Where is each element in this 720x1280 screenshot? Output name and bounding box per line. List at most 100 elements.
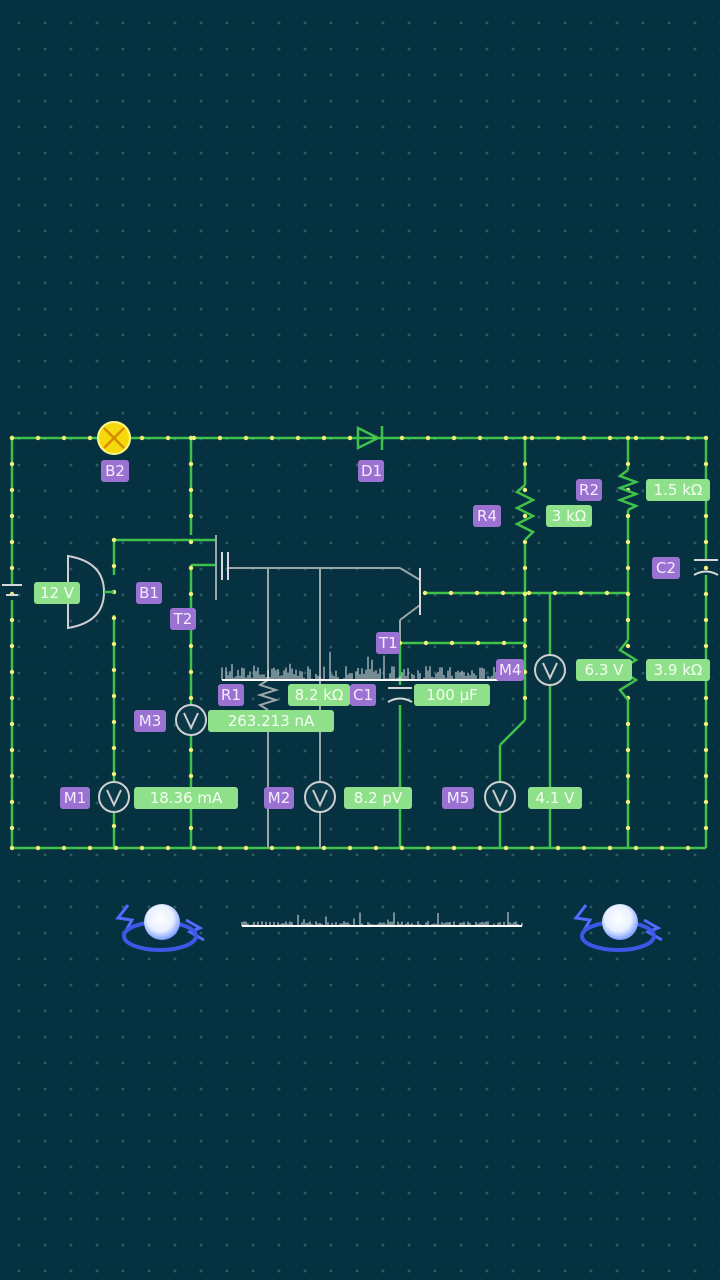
label-m3: M3 xyxy=(134,710,166,732)
wire-node xyxy=(451,845,457,851)
wire-node xyxy=(188,435,194,441)
wire-node xyxy=(9,669,15,675)
m1-reading: 18.36 mA xyxy=(134,787,238,809)
wire-node xyxy=(581,845,587,851)
wire-node xyxy=(555,435,561,441)
wire-node xyxy=(269,845,275,851)
c1-value[interactable]: 100 µF xyxy=(414,684,490,706)
voltmeter-icon-m3[interactable] xyxy=(175,704,207,736)
resistor-r2-symbol[interactable] xyxy=(616,469,640,512)
wire-node xyxy=(9,565,15,571)
wire-node xyxy=(61,845,67,851)
label-t2: T2 xyxy=(170,608,196,630)
wire-node xyxy=(243,845,249,851)
wire-node xyxy=(625,773,631,779)
resistor-r1-symbol[interactable] xyxy=(256,679,280,711)
wire-node xyxy=(35,435,41,441)
wire-node xyxy=(522,487,528,493)
diode-icon[interactable] xyxy=(356,425,384,451)
battery-symbol[interactable] xyxy=(2,584,22,596)
wire-node xyxy=(503,845,509,851)
wire-node xyxy=(188,565,194,571)
m2-reading: 8.2 pV xyxy=(344,787,412,809)
wire-node xyxy=(477,435,483,441)
wire-node xyxy=(321,435,327,441)
label-d1: D1 xyxy=(358,460,384,482)
electric-orb-icon-right[interactable] xyxy=(573,904,663,952)
m5-reading: 4.1 V xyxy=(528,787,582,809)
wire-node xyxy=(111,615,117,621)
wire-node xyxy=(188,773,194,779)
voltmeter-icon-m2[interactable] xyxy=(304,781,336,813)
wire-node xyxy=(449,640,455,646)
wire-node xyxy=(139,845,145,851)
wire-node xyxy=(625,721,631,727)
r2-value[interactable]: 1.5 kΩ xyxy=(646,479,710,501)
wire-node xyxy=(113,845,119,851)
wire-node xyxy=(703,695,709,701)
wire-node xyxy=(522,461,528,467)
r1-value[interactable]: 8.2 kΩ xyxy=(288,684,350,706)
wire-node xyxy=(625,799,631,805)
wire-node xyxy=(474,590,480,596)
wire-node xyxy=(703,565,709,571)
wire-node xyxy=(87,845,93,851)
wire-node xyxy=(633,435,639,441)
voltmeter-icon-m1[interactable] xyxy=(98,781,130,813)
wire-node xyxy=(625,513,631,519)
wire-node xyxy=(9,695,15,701)
wire-node xyxy=(625,591,631,597)
r3-value[interactable]: 3.9 kΩ xyxy=(646,659,710,681)
wire-node xyxy=(703,435,709,441)
r4-value[interactable]: 3 kΩ xyxy=(546,505,592,527)
wire-node xyxy=(522,591,528,597)
wire-node xyxy=(625,435,631,441)
voltmeter-icon-m5[interactable] xyxy=(484,781,516,813)
wire-node xyxy=(625,461,631,467)
resistor-r4-symbol[interactable] xyxy=(514,484,536,541)
wire-node xyxy=(703,617,709,623)
wire-node xyxy=(625,747,631,753)
wire-nodes xyxy=(9,435,709,851)
wire-node xyxy=(111,823,117,829)
m3-reading: 263.213 nA xyxy=(208,710,334,732)
wire-node xyxy=(217,845,223,851)
capacitor-c1-symbol[interactable] xyxy=(387,687,413,703)
wire-node xyxy=(111,641,117,647)
wire-node xyxy=(625,617,631,623)
label-b1: B1 xyxy=(136,582,162,604)
wire-node xyxy=(529,435,535,441)
wire-node xyxy=(522,539,528,545)
wire-node xyxy=(9,773,15,779)
wire-node xyxy=(188,669,194,675)
transistor-t2-symbol[interactable] xyxy=(221,552,229,580)
wire-node xyxy=(501,640,507,646)
wire-node xyxy=(188,461,194,467)
electric-orb-icon-left[interactable] xyxy=(115,904,205,952)
wire-node xyxy=(703,513,709,519)
m4-reading: 6.3 V xyxy=(576,659,632,681)
wire-node xyxy=(633,845,639,851)
wire-node xyxy=(522,513,528,519)
wire-node xyxy=(500,590,506,596)
wire-node xyxy=(448,590,454,596)
wire-node xyxy=(703,799,709,805)
wire-node xyxy=(522,695,528,701)
lamp-icon[interactable] xyxy=(97,421,131,455)
wire-node xyxy=(188,695,194,701)
voltmeter-icon-m4[interactable] xyxy=(534,654,566,686)
wire-node xyxy=(451,435,457,441)
label-m2: M2 xyxy=(264,787,294,809)
wire-node xyxy=(9,435,15,441)
wire-node xyxy=(526,590,532,596)
wire-node xyxy=(9,721,15,727)
wire-node xyxy=(111,745,117,751)
wire-node xyxy=(578,590,584,596)
wire-node xyxy=(399,435,405,441)
wire-node xyxy=(625,539,631,545)
gate-symbol-b1[interactable] xyxy=(67,554,106,630)
capacitor-c2-symbol[interactable] xyxy=(693,559,719,576)
wire-node xyxy=(191,845,197,851)
battery-voltage-value[interactable]: 12 V xyxy=(34,582,80,604)
